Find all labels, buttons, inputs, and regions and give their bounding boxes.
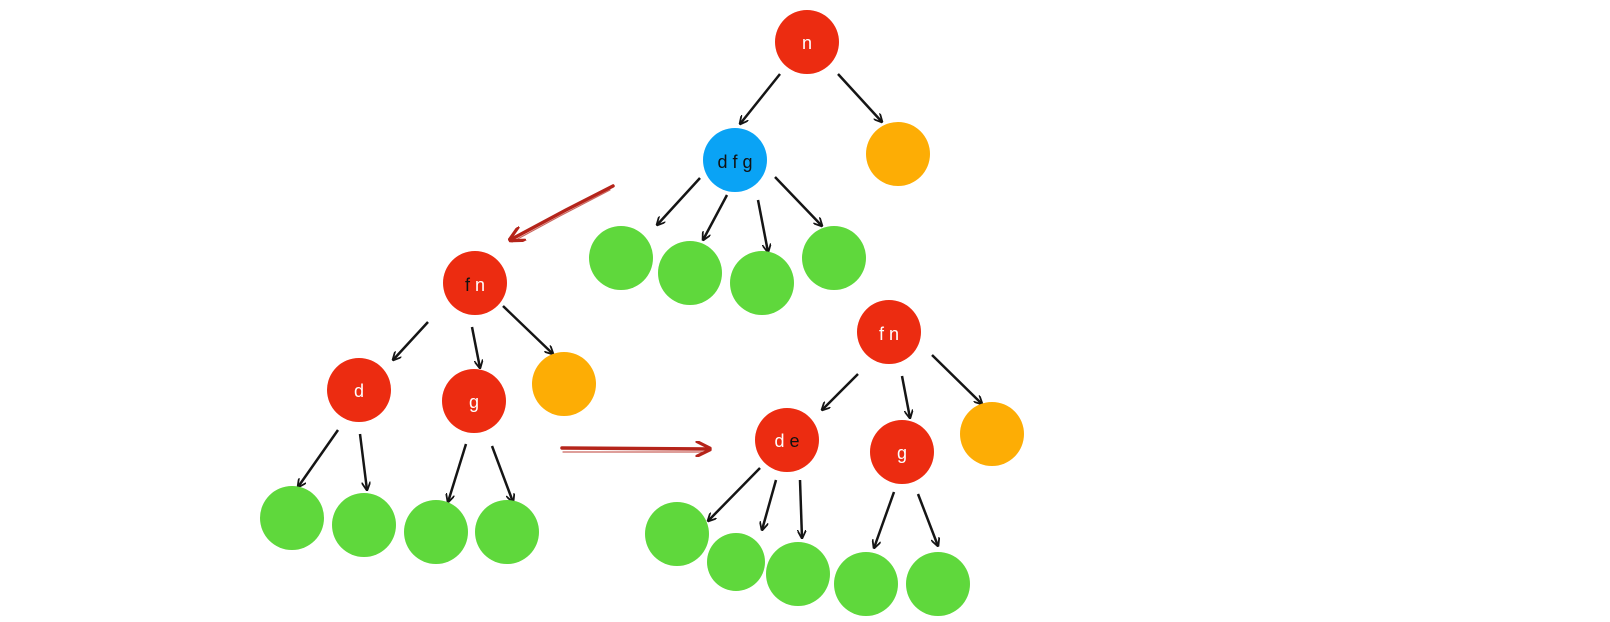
- node-dfg: d f g: [703, 128, 767, 192]
- edge-de-to-leaf-1: [708, 467, 761, 521]
- node-d-left: d: [327, 358, 391, 422]
- top-tree-edges: [657, 73, 882, 252]
- edge-dfg-to-leaf-3: [756, 199, 768, 252]
- edge-g-to-leaf-1: [448, 443, 468, 502]
- top-tree-nodes: n d f g: [589, 10, 930, 315]
- key-e: e: [790, 431, 800, 451]
- edge-de-to-leaf-3: [800, 479, 802, 538]
- node-orange-right: [960, 402, 1024, 466]
- leaf-right-3: [766, 542, 830, 606]
- node-fn-right-label: f n: [879, 324, 899, 344]
- leaf-left-3: [404, 500, 468, 564]
- right-tree-edges: [708, 354, 982, 548]
- leaf-left-4: [475, 500, 539, 564]
- node-orange-top: [866, 122, 930, 186]
- edge-de-to-leaf-2: [762, 479, 778, 530]
- edge-d-to-leaf-2: [358, 433, 367, 490]
- leaf-left-2: [332, 493, 396, 557]
- edge-dfg-to-leaf-1: [657, 177, 701, 225]
- node-de-right-label: d e: [774, 431, 799, 451]
- node-fn-left-label: f n: [465, 275, 485, 295]
- leaf-top-2: [658, 241, 722, 305]
- leaf-top-1: [589, 226, 653, 290]
- leaf-top-3: [730, 251, 794, 315]
- key-f: f: [465, 275, 471, 295]
- node-g-left-label: g: [469, 392, 479, 412]
- edge-n-to-dfg: [740, 73, 781, 124]
- leaf-right-2: [707, 533, 765, 591]
- leaf-right-1: [645, 502, 709, 566]
- edge-fn-to-d: [393, 321, 429, 360]
- node-g-left: g: [442, 369, 506, 433]
- edge-dfg-to-leaf-4: [774, 176, 822, 226]
- right-tree-nodes: f n d e g: [645, 300, 1024, 616]
- node-dfg-label: d f g: [717, 152, 752, 172]
- transition-arrow-diagonal-sketch: [511, 189, 611, 243]
- edge-fn-to-orange: [502, 305, 553, 354]
- edge-g-to-leaf-2: [490, 445, 513, 502]
- node-d-left-label: d: [354, 381, 364, 401]
- left-tree-nodes: f n d g: [260, 251, 596, 564]
- key-d: d: [774, 431, 784, 451]
- edge-fn2-to-orange: [931, 354, 982, 404]
- leaf-left-1: [260, 486, 324, 550]
- edge-fn-to-g: [470, 326, 480, 368]
- key-f: f: [879, 324, 885, 344]
- node-n: n: [775, 10, 839, 74]
- edge-g2-to-leaf-1: [874, 491, 896, 548]
- edge-n-to-orange: [837, 73, 882, 122]
- key-d: d: [717, 152, 727, 172]
- edge-g2-to-leaf-2: [916, 493, 938, 546]
- node-fn-left: f n: [443, 251, 507, 315]
- leaf-right-4: [834, 552, 898, 616]
- transition-arrow-diagonal: [510, 184, 615, 240]
- key-f: f: [732, 152, 738, 172]
- edge-fn2-to-g: [900, 375, 910, 418]
- node-g-right-label: g: [897, 443, 907, 463]
- key-n: n: [889, 324, 899, 344]
- node-de-right: d e: [755, 408, 819, 472]
- node-orange-left: [532, 352, 596, 416]
- transition-arrows: [510, 184, 712, 452]
- key-g: g: [743, 152, 753, 172]
- node-n-label: n: [802, 33, 812, 53]
- edge-fn2-to-de: [822, 373, 859, 410]
- node-fn-right: f n: [857, 300, 921, 364]
- leaf-right-5: [906, 552, 970, 616]
- leaf-top-4: [802, 226, 866, 290]
- edge-d-to-leaf-1: [298, 429, 340, 487]
- transition-arrow-horizontal: [560, 448, 712, 449]
- left-tree-edges: [298, 305, 553, 502]
- node-g-right: g: [870, 420, 934, 484]
- key-n: n: [475, 275, 485, 295]
- edge-dfg-to-leaf-2: [703, 194, 729, 240]
